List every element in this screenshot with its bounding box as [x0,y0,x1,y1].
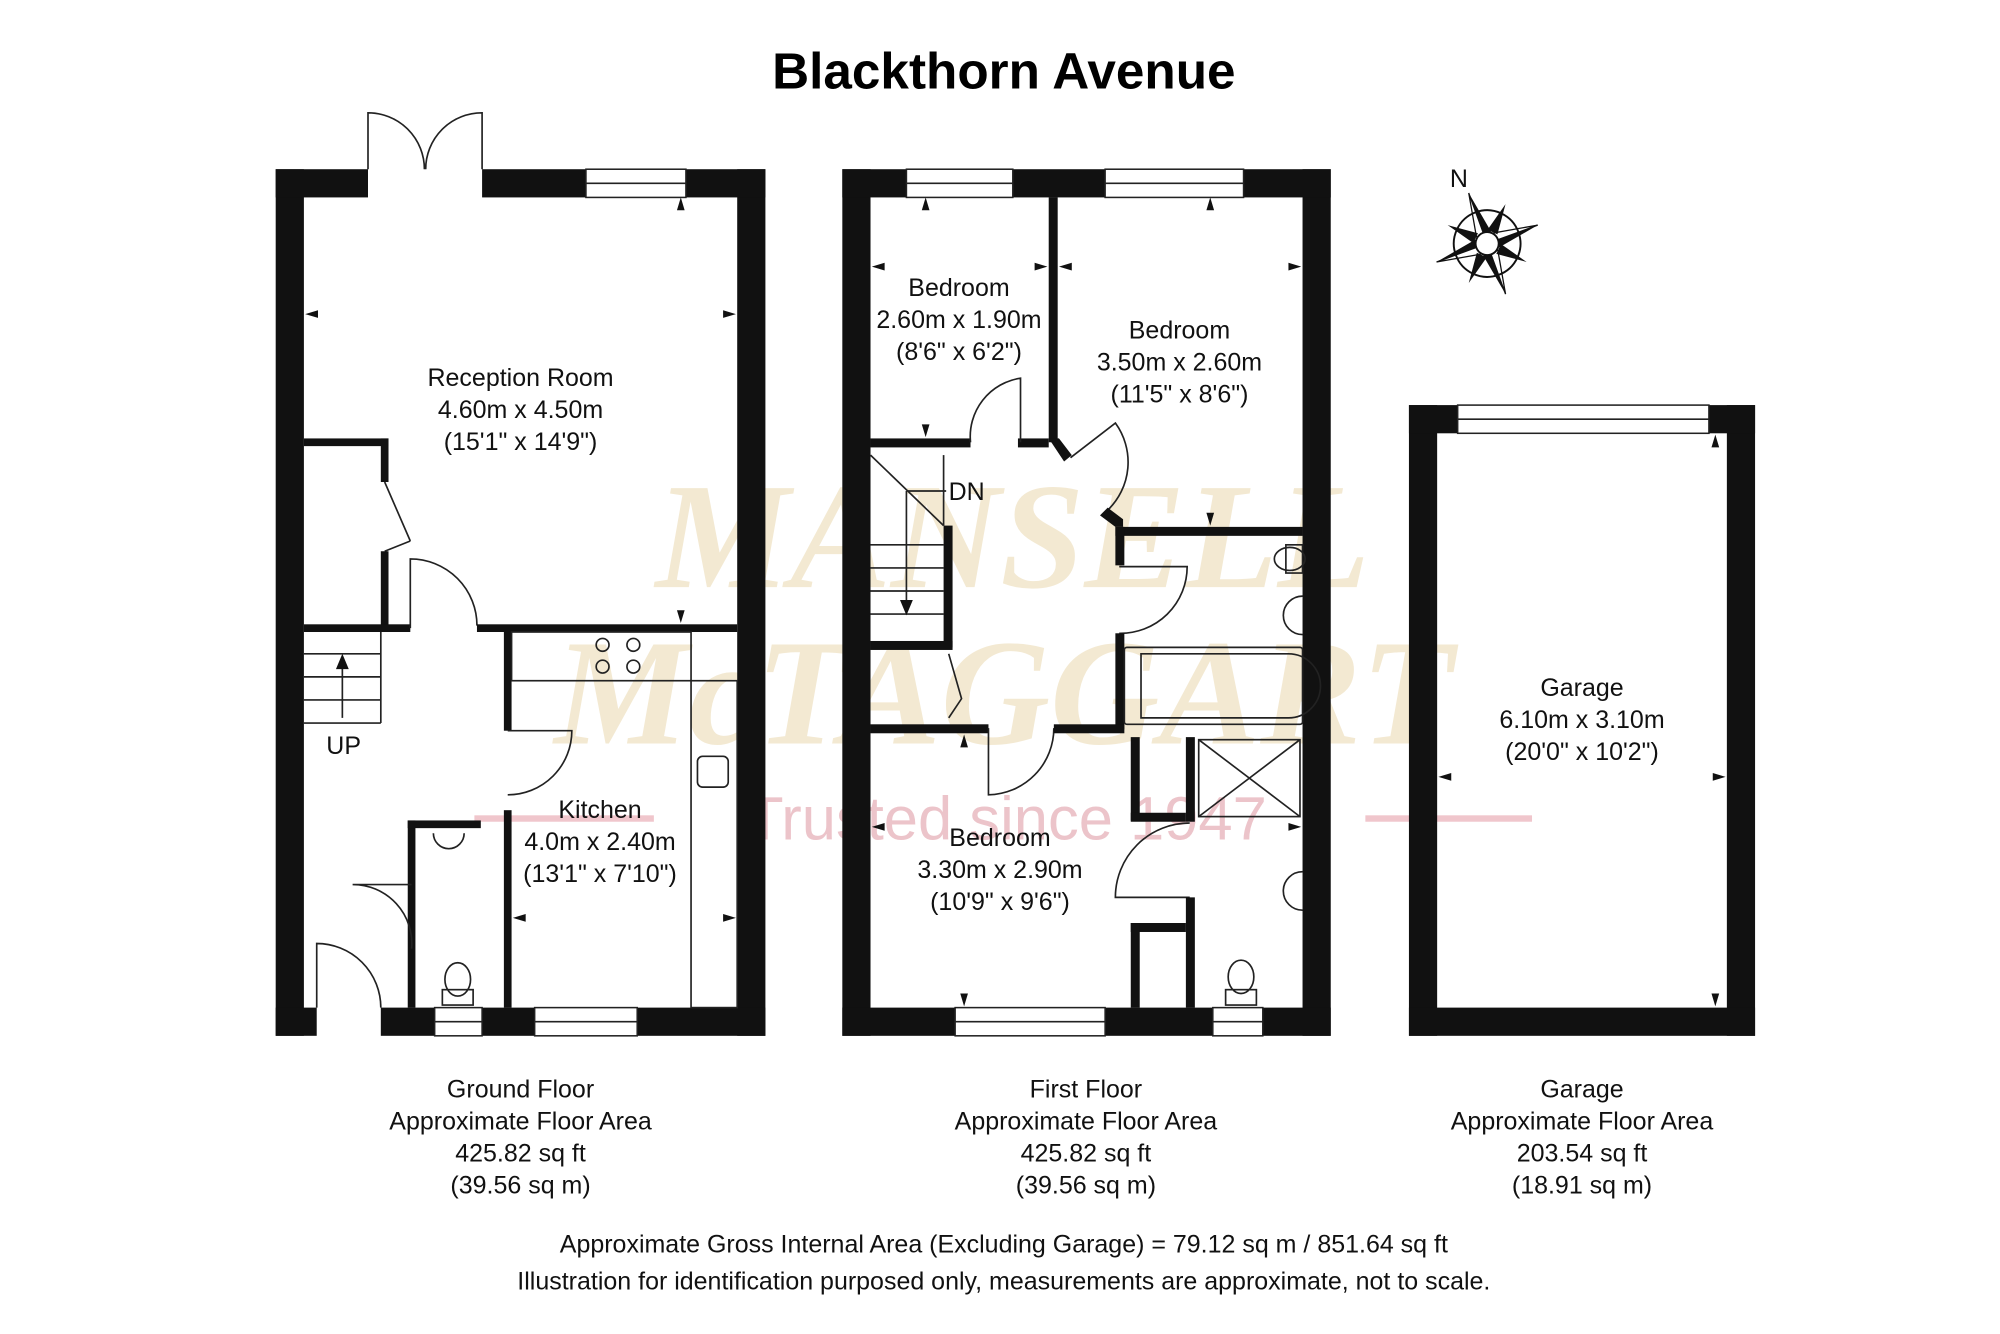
room-name: Reception Room [428,364,614,392]
summary-label: Approximate Floor Area [389,1107,652,1135]
room-name: Bedroom [908,274,1009,302]
summary-title: Garage [1540,1075,1623,1103]
basin-icon [1282,870,1303,912]
summary-title: First Floor [1030,1075,1142,1103]
room-name: Bedroom [949,824,1050,852]
summary-label: Approximate Floor Area [955,1107,1218,1135]
watermark-rule-left [474,815,654,822]
room-name: Kitchen [558,796,641,824]
hob-icon [595,637,641,674]
room-size-imperial: (8'6" x 6'2") [896,338,1022,366]
disclaimer-text: Illustration for identification purposed… [517,1268,1490,1296]
room-size-metric: 3.30m x 2.90m [917,856,1082,884]
summary-sqft: 425.82 sq ft [1021,1139,1152,1167]
stairs-label: UP [326,732,361,760]
room-size-metric: 3.50m x 2.60m [1097,348,1262,376]
garage-summary: Garage Approximate Floor Area 203.54 sq … [1451,1075,1714,1199]
stairs-up: UP [303,632,382,760]
ground-floor-summary: Ground Floor Approximate Floor Area 425.… [389,1075,652,1199]
toilet-icon [444,961,472,997]
entrance-door [315,942,382,1008]
page-title: Blackthorn Avenue [772,42,1235,99]
stairs-label: DN [949,478,985,506]
garage-plan: Garage 6.10m x 3.10m (20'0" x 10'2") [1408,404,1756,1036]
first-floor-plan: DN Bedroom 2.60m x 1.90m (8'6" x 6'2") B… [842,168,1331,1037]
room-size-imperial: (13'1" x 7'10") [523,860,677,888]
toilet-icon [1227,959,1255,995]
summary-label: Approximate Floor Area [1451,1107,1714,1135]
ground-floor-plan: UP Reception Room 4.60m x 4.50m (15'1" x… [275,111,766,1037]
compass-icon [1436,192,1538,295]
room-size-metric: 4.60m x 4.50m [438,396,603,424]
basin-icon [432,833,465,850]
room-name: Bedroom [1129,316,1230,344]
watermark-line1: MANSELL [654,452,1370,620]
room-size-imperial: (11'5" x 8'6") [1111,381,1249,409]
sink-icon [696,755,730,788]
bathtub-icon [1123,646,1304,726]
watermark-rule-right [1365,815,1533,822]
room-name: Garage [1540,674,1623,702]
summary-sqft: 425.82 sq ft [455,1139,586,1167]
room-size-imperial: (20'0" x 10'2") [1505,738,1659,766]
gross-area-text: Approximate Gross Internal Area (Excludi… [560,1230,1448,1258]
summary-title: Ground Floor [447,1075,594,1103]
room-size-metric: 4.0m x 2.40m [524,828,675,856]
basin-icon [1282,595,1303,636]
summary-sqm: (18.91 sq m) [1512,1171,1652,1199]
first-floor-summary: First Floor Approximate Floor Area 425.8… [955,1075,1218,1199]
stairs-down: DN [869,454,985,616]
summary-sqft: 203.54 sq ft [1517,1139,1648,1167]
french-doors [367,111,483,170]
room-size-metric: 6.10m x 3.10m [1499,706,1664,734]
shower-icon [1197,738,1301,818]
summary-sqm: (39.56 sq m) [450,1171,590,1199]
room-size-imperial: (10'9" x 9'6") [930,888,1070,916]
toilet-icon [1285,543,1304,574]
summary-sqm: (39.56 sq m) [1016,1171,1156,1199]
room-size-imperial: (15'1" x 14'9") [444,428,598,456]
compass-north-label: N [1450,165,1468,193]
room-size-metric: 2.60m x 1.90m [876,306,1041,334]
